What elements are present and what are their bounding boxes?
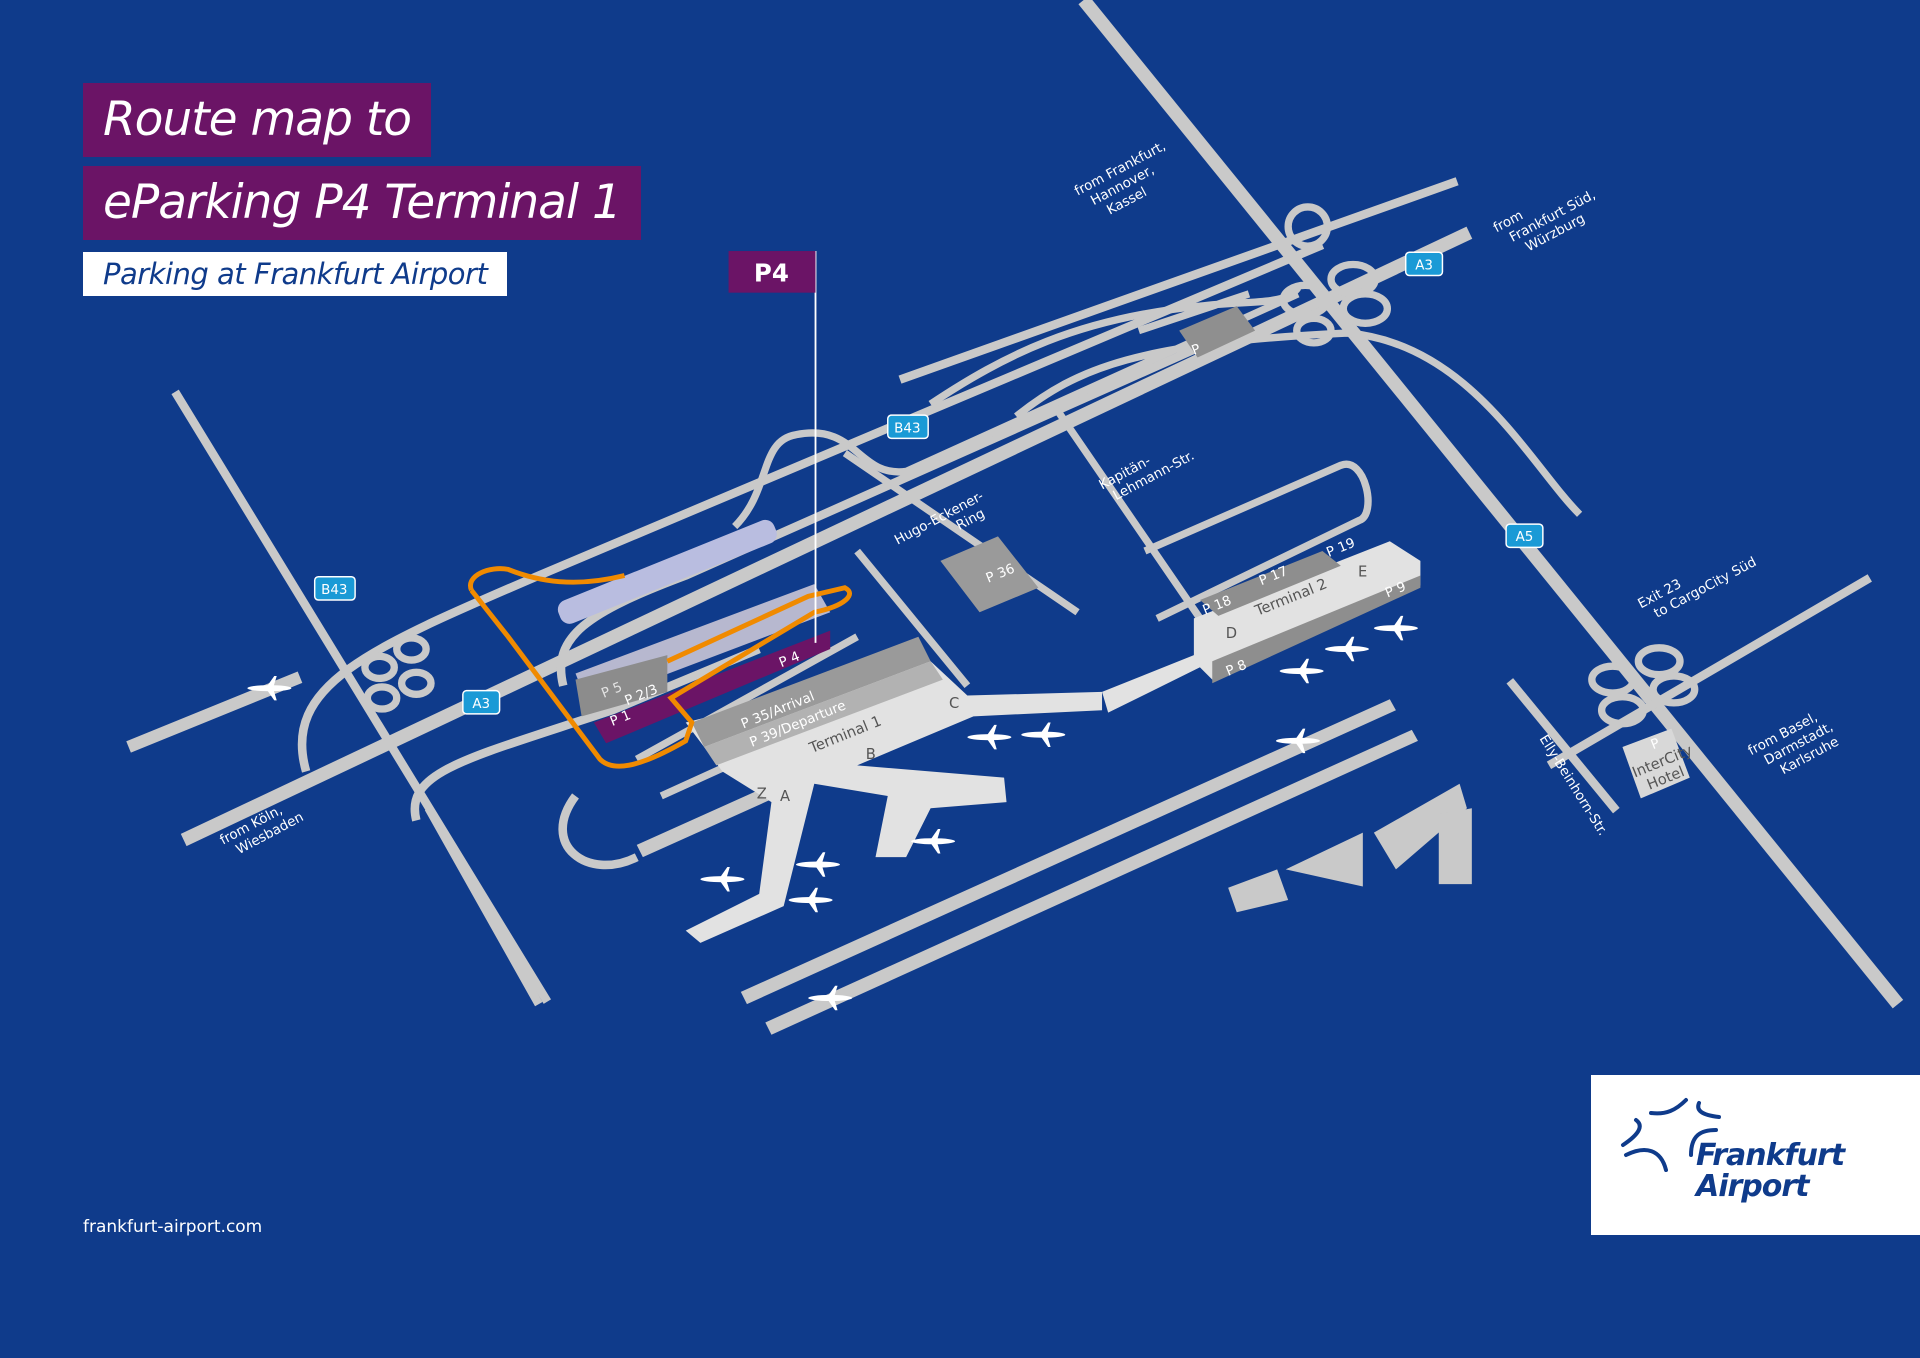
street-kapitan-lehmann: Kapitän- Lehmann-Str.	[1097, 449, 1197, 504]
a5-motorway	[1078, 0, 1904, 1009]
kapitan-lehmann-loop	[1050, 402, 1372, 622]
airplane-icon	[808, 985, 853, 1011]
p39-parking	[704, 661, 943, 766]
shield-a3-west: A3	[462, 689, 501, 715]
gate-e: E	[1358, 564, 1367, 581]
airplane-icon	[1324, 636, 1369, 662]
cloverleaf-a3-a5	[1279, 203, 1392, 347]
north-p-parking	[1179, 306, 1256, 358]
cargo-city-road	[1546, 574, 1872, 770]
apron-southeast-4	[1438, 808, 1472, 885]
apron-southeast-1	[1228, 869, 1289, 913]
inner-terminal-roads	[634, 450, 1080, 800]
logo-line-2: Airport	[1696, 1169, 1810, 1204]
b43-west-road	[171, 389, 552, 1004]
gate-a: A	[780, 788, 790, 805]
gate-z: Z	[757, 785, 767, 802]
airplane-icon	[1373, 615, 1418, 641]
svg-text:A3: A3	[1415, 258, 1433, 273]
b43-loop-road	[732, 285, 1583, 530]
direction-south: from Basel, Darmstadt, Karlsruhe	[1746, 710, 1842, 778]
direction-north: from Frankfurt, Hannover, Kassel	[1072, 139, 1168, 218]
p8-p9-parking	[1212, 575, 1421, 684]
subtitle: Parking at Frankfurt Airport	[83, 252, 508, 296]
shield-a5: A5	[1505, 523, 1544, 549]
highways	[126, 0, 1904, 1009]
gate-b: B	[866, 746, 876, 763]
p5-p23-garage	[575, 655, 668, 717]
terminal-roof-building	[557, 519, 777, 624]
apron-southeast-2	[1285, 832, 1363, 887]
terminal-1	[685, 636, 1103, 943]
gate-c: C	[949, 695, 959, 712]
airplane-icon	[967, 724, 1012, 750]
airplane-icon	[795, 852, 840, 877]
a3-motorway	[180, 226, 1473, 847]
p4-marker-label: P4	[754, 259, 789, 288]
airplane-icon	[911, 829, 956, 854]
exit-23-label: Exit 23 to CargoCity Süd	[1636, 555, 1760, 622]
airplane-icon	[1275, 728, 1320, 754]
shield-a3-east: A3	[1404, 251, 1444, 277]
runways	[636, 699, 1472, 1035]
apron-southeast-3	[1373, 783, 1467, 870]
label-p9: P 9	[1383, 580, 1408, 602]
gate-d: D	[1226, 625, 1237, 642]
logo-line-1: Frankfurt	[1696, 1138, 1845, 1173]
svg-text:B43: B43	[894, 421, 920, 436]
p36-parking	[940, 536, 1039, 613]
website-link[interactable]: frankfurt-airport.com	[83, 1217, 263, 1237]
p4-highlight	[593, 630, 831, 744]
svg-text:A5: A5	[1516, 530, 1534, 545]
aircraft-icons	[247, 615, 1418, 1011]
shield-b43-west: B43	[313, 576, 356, 601]
airplane-icon	[1279, 658, 1324, 684]
north-parallel-road	[898, 177, 1459, 384]
runway-north	[740, 699, 1396, 1005]
title-line-1: Route map to	[83, 83, 432, 157]
label-p4: P 4	[777, 649, 802, 671]
label-p8: P 8	[1224, 658, 1249, 680]
runway-south	[765, 729, 1418, 1035]
svg-text:B43: B43	[321, 583, 347, 598]
svg-text:A3: A3	[472, 697, 490, 712]
p4-marker-box[interactable]	[728, 251, 816, 293]
shield-b43-north: B43	[887, 414, 929, 440]
terminal-2	[1102, 541, 1421, 713]
route-to-p4	[468, 566, 853, 769]
airplane-icon	[788, 887, 833, 913]
frankfurt-airport-logo: Frankfurt Airport	[1591, 1075, 1920, 1235]
p35-parking	[691, 636, 931, 747]
label-p1: P 1	[608, 708, 633, 730]
airport-ring-road	[297, 240, 1325, 1007]
intercity-hotel	[1622, 728, 1690, 799]
star-logo-icon	[1621, 1098, 1721, 1172]
terminal-2-building	[1193, 541, 1421, 680]
airplane-icon	[247, 675, 292, 701]
elly-beinhorn-road	[1506, 678, 1620, 814]
terminal-link	[1102, 642, 1225, 713]
cloverleaf-west	[361, 634, 435, 713]
cloverleaf-exit-23	[1588, 644, 1699, 728]
airplane-icon	[1021, 722, 1066, 747]
direction-east: from Frankfurt Süd, Würzburg	[1491, 188, 1598, 255]
label-p5: P 5	[600, 680, 625, 702]
airplane-icon	[700, 866, 745, 892]
title-line-2: eParking P4 Terminal 1	[83, 166, 641, 240]
p17-parking	[1200, 551, 1341, 616]
